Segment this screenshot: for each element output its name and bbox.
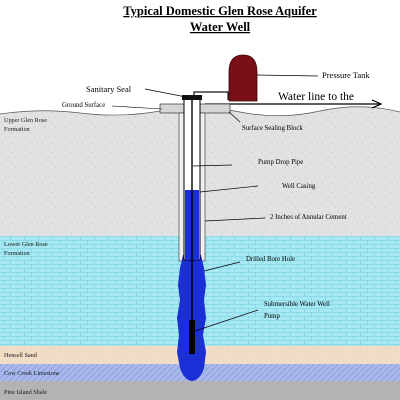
diagram-title-line1: Typical Domestic Glen Rose Aquifer [123, 4, 317, 18]
bore-hole-leader [203, 261, 241, 272]
water-line-label: Water line to the [278, 91, 354, 103]
submersible-pump-leader [194, 309, 259, 332]
sanitary-seal [182, 95, 202, 100]
submersible-pump [189, 320, 195, 354]
pine-island-label: Pine Island Shale [4, 389, 47, 396]
sanitary-seal-leader [144, 88, 187, 98]
pressure-tank-leader [256, 74, 319, 77]
diagram-title-line2: Water Well [190, 20, 251, 34]
lower-glen-rose-label-line1: Lower Glen Rose [4, 241, 48, 248]
well-casing-label: Well Casing [282, 183, 316, 190]
pine-island-layer [0, 381, 400, 400]
water-line-arrowhead [371, 99, 383, 109]
pump-drop-pipe-leader [192, 164, 233, 167]
submersible-pump-label-line2: Pump [264, 313, 280, 320]
supply-pipe [193, 91, 229, 100]
upper-glen-rose-label-line2: Formation [4, 126, 30, 133]
pressure-tank [228, 54, 258, 102]
well-casing-leader [199, 185, 259, 193]
annular-cement-label: 2 Inches of Annular Cement [270, 214, 347, 221]
cow-creek-label: Cow Creek Limestone [4, 370, 60, 377]
sealing-block-leader [228, 111, 241, 123]
ground-surface-leader [111, 105, 163, 110]
upper-glen-rose-label-line1: Upper Glen Rose [4, 117, 47, 124]
sanitary-seal-label: Sanitary Seal [86, 84, 132, 94]
pressure-tank-label: Pressure Tank [322, 70, 370, 80]
lower-glen-rose-label-line2: Formation [4, 250, 30, 257]
hensell-sand-label: Hensell Sand [4, 352, 38, 359]
submersible-pump-label-line1: Submersible Water Well [264, 301, 330, 308]
drilled-bore-hole-label: Drilled Bore Hole [246, 256, 295, 263]
surface-sealing-block-label: Surface Sealing Block [242, 125, 303, 132]
ground-surface-label: Ground Surface [62, 102, 105, 109]
annular-cement-leader [204, 217, 266, 222]
pump-drop-pipe-label: Pump Drop Pipe [258, 159, 303, 166]
